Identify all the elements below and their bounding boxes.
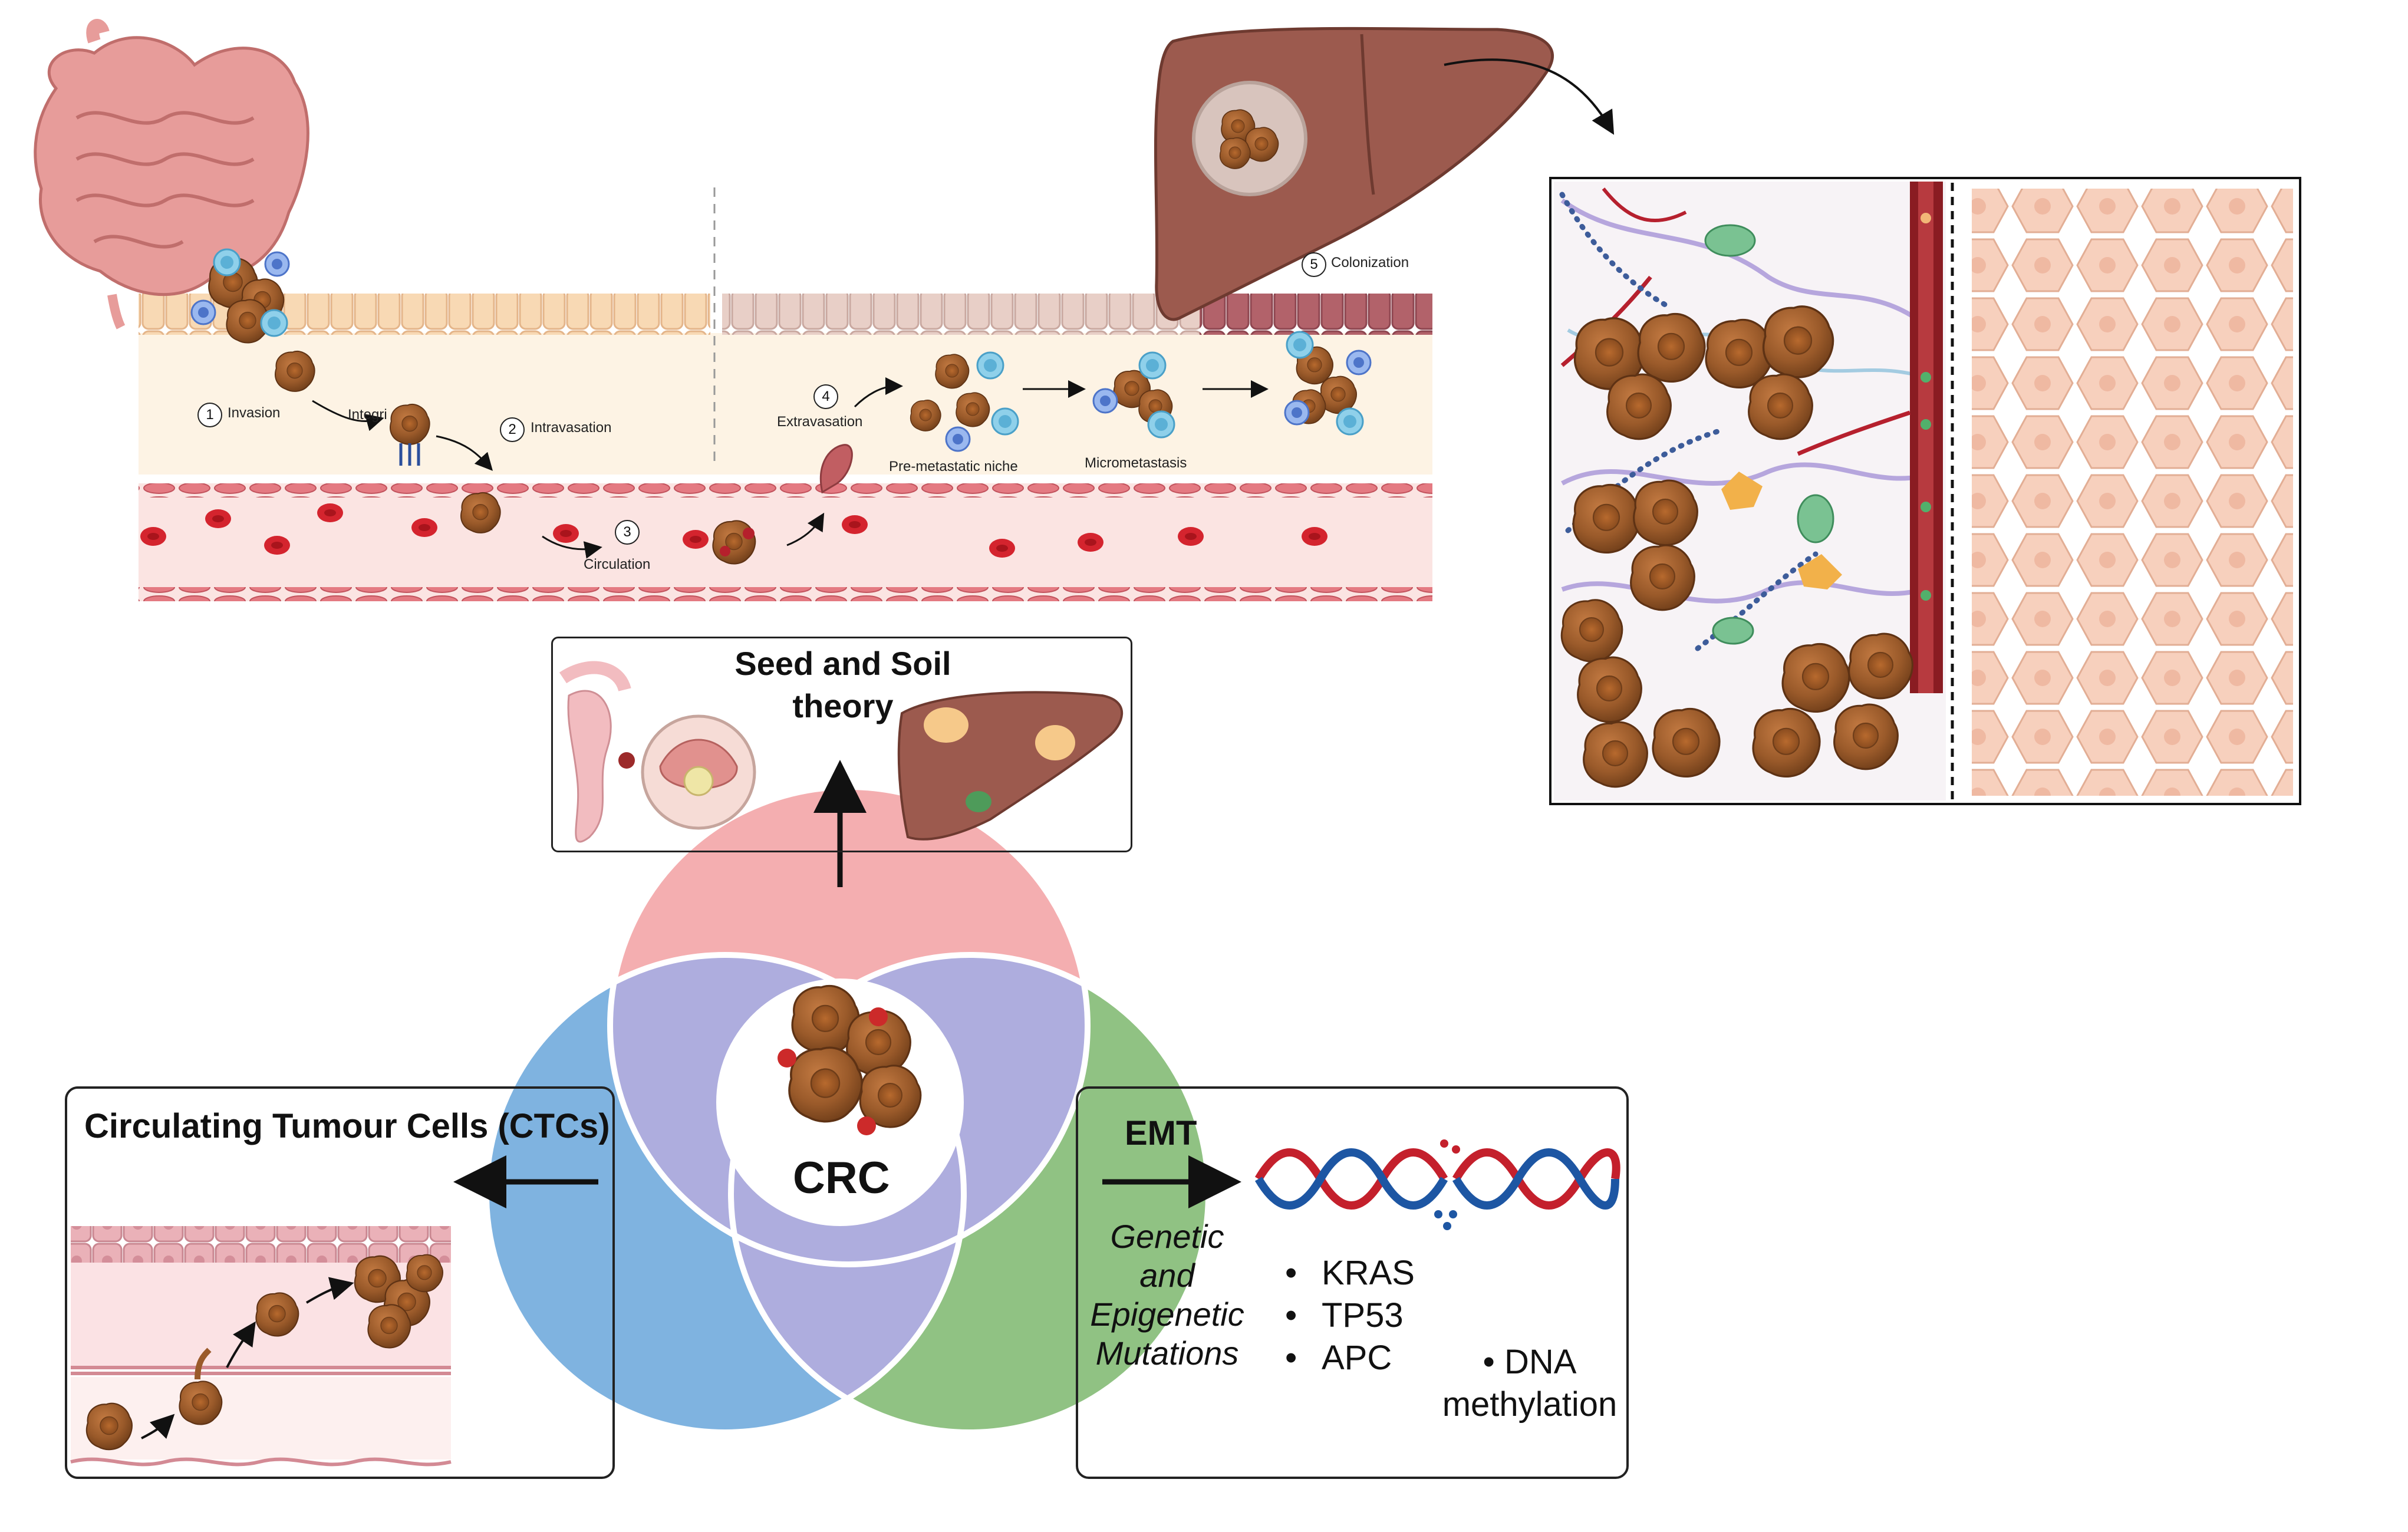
seed-soil-title: Seed and Soil theory [678, 643, 1008, 727]
venn-diagram [453, 760, 1241, 1435]
mutations-heading: Genetic and Epigenetic Mutations [1088, 1217, 1247, 1373]
metastasis-cascade-panel [34, 19, 1615, 601]
ctc-illustration [70, 1226, 452, 1467]
label-circulation: Circulation [584, 556, 651, 572]
dna-methylation-line1: DNA [1504, 1343, 1577, 1381]
mutation-gene-list: KRAS TP53 APC [1285, 1252, 1415, 1379]
label-micrometastasis: Micrometastasis [1085, 455, 1187, 471]
step-number-intravasation: 2 [500, 417, 525, 442]
step-number-circulation: 3 [615, 520, 640, 545]
ctc-title: Circulating Tumour Cells (CTCs) [84, 1107, 610, 1145]
dna-methylation-line2: methylation [1442, 1385, 1618, 1424]
crc-label: CRC [793, 1153, 890, 1203]
step-number-invasion: 1 [197, 403, 222, 427]
label-integrins: Integri [348, 407, 387, 423]
tumor-microenvironment-panel [1549, 177, 2301, 805]
step-number-colonization: 5 [1302, 252, 1326, 277]
seed-soil-box [551, 637, 1132, 852]
seed-soil-title-line1: Seed and Soil [734, 645, 951, 682]
mutations-heading-line1: Genetic [1110, 1218, 1224, 1255]
mutations-heading-line3: Epigenetic [1090, 1296, 1244, 1333]
dna-helix [1254, 1139, 1620, 1230]
gene-item: APC [1285, 1337, 1415, 1379]
gene-item: TP53 [1285, 1294, 1415, 1337]
dna-methylation-item: • DNA methylation [1438, 1341, 1621, 1426]
emt-label: EMT [1125, 1114, 1197, 1152]
mutations-heading-line2: and [1139, 1257, 1195, 1294]
label-pre-metastatic-niche: Pre-metastatic niche [889, 459, 1018, 475]
seed-soil-illustration [559, 661, 1124, 843]
seed-soil-title-line2: theory [792, 687, 894, 724]
mutations-heading-line4: Mutations [1095, 1335, 1239, 1372]
label-colonization: Colonization [1331, 255, 1409, 271]
step-number-extravasation: 4 [813, 384, 838, 409]
bullet-glyph: • [1483, 1343, 1504, 1381]
emt-box [1076, 1086, 1629, 1479]
gene-item: KRAS [1285, 1252, 1415, 1294]
ctc-box [65, 1086, 615, 1479]
label-extravasation: Extravasation [777, 414, 863, 430]
label-intravasation: Intravasation [531, 420, 612, 436]
label-invasion: Invasion [228, 405, 281, 421]
